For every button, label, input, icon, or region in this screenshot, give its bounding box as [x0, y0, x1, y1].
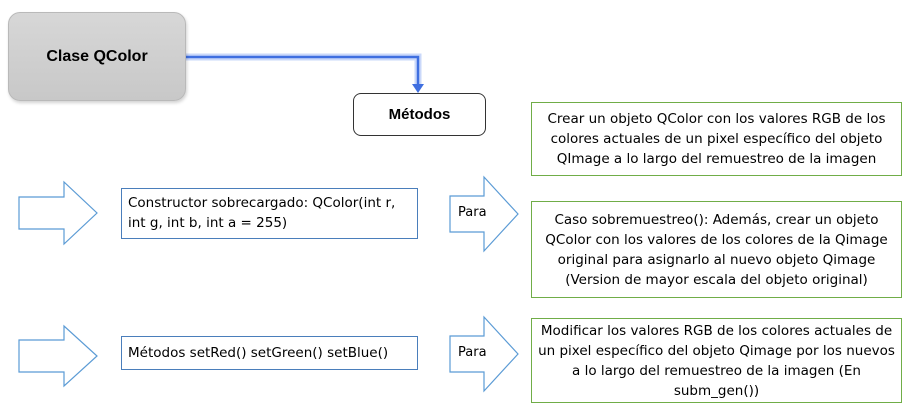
methods-node: Métodos	[353, 93, 486, 136]
setter-methods-box: Métodos setRed() setGreen() setBlue()	[121, 336, 418, 370]
description-box-3: Modificar los valores RGB de los colores…	[531, 318, 902, 403]
constructor-method-box: Constructor sobrecargado: QColor(int r, …	[121, 188, 418, 239]
description-text-2: Caso sobremuestreo(): Además, crear un o…	[545, 211, 888, 288]
class-to-methods-connector	[186, 53, 424, 93]
description-text-3: Modificar los valores RGB de los colores…	[538, 322, 895, 399]
para-block-arrow-2	[449, 315, 519, 393]
para-block-arrow-1	[449, 175, 519, 253]
description-box-2: Caso sobremuestreo(): Además, crear un o…	[531, 201, 902, 298]
setter-methods-text: Métodos setRed() setGreen() setBlue()	[128, 345, 389, 361]
para-label-1: Para	[458, 205, 487, 220]
para-label-2: Para	[458, 345, 487, 360]
left-block-arrow-2	[18, 324, 98, 388]
methods-label: Métodos	[388, 106, 451, 123]
left-block-arrow-1	[18, 180, 98, 246]
description-box-1: Crear un objeto QColor con los valores R…	[531, 102, 902, 176]
constructor-method-text: Constructor sobrecargado: QColor(int r, …	[128, 195, 396, 231]
description-text-1: Crear un objeto QColor con los valores R…	[547, 111, 886, 167]
class-qcolor-node: Clase QColor	[8, 12, 186, 101]
class-qcolor-label: Clase QColor	[46, 47, 148, 65]
